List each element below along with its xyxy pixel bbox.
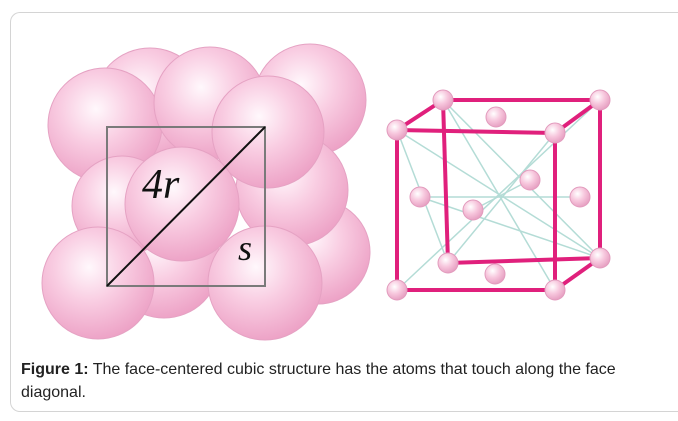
corner-atom bbox=[589, 89, 611, 111]
packed-spheres: 4r s bbox=[41, 43, 371, 341]
corner-atom bbox=[544, 122, 566, 144]
face-atom bbox=[485, 106, 507, 128]
corner-atom bbox=[544, 279, 566, 301]
fcc-figure: 4r s bbox=[41, 43, 611, 341]
corner-atom bbox=[386, 119, 408, 141]
face-atom bbox=[462, 199, 484, 221]
face-atom bbox=[569, 186, 591, 208]
corner-atom bbox=[386, 279, 408, 301]
cell-atoms bbox=[386, 89, 611, 301]
corner-atom bbox=[589, 247, 611, 269]
face-atom bbox=[484, 263, 506, 285]
caption-label: Figure 1: bbox=[21, 361, 89, 378]
face-diagonal bbox=[106, 126, 266, 287]
side-label: s bbox=[238, 228, 252, 268]
sphere bbox=[124, 146, 240, 262]
sphere bbox=[41, 226, 155, 340]
figure-card bbox=[10, 12, 678, 412]
figure-caption: Figure 1: The face-centered cubic struct… bbox=[21, 358, 671, 404]
unit-cell bbox=[386, 89, 611, 301]
diagonal-label: 4r bbox=[142, 162, 180, 208]
face-atom bbox=[409, 186, 431, 208]
caption-text: The face-centered cubic structure has th… bbox=[21, 361, 616, 401]
corner-atom bbox=[432, 89, 454, 111]
corner-atom bbox=[437, 252, 459, 274]
face-square bbox=[106, 126, 266, 287]
sphere bbox=[211, 75, 325, 189]
face-atom bbox=[519, 169, 541, 191]
